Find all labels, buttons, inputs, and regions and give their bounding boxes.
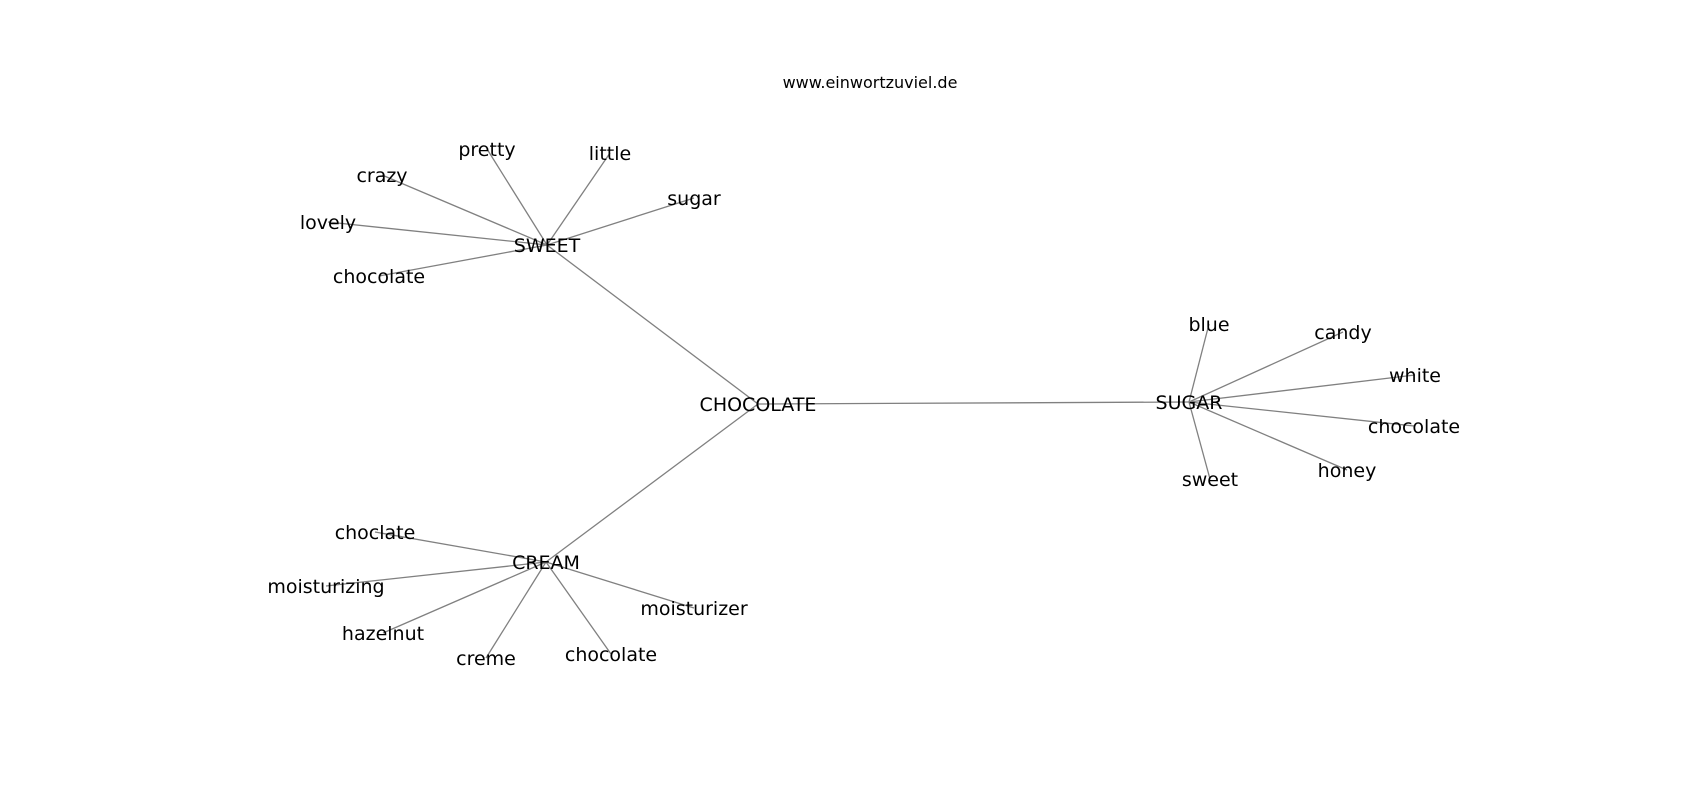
node-leaf-sugar-chocolate-label: chocolate bbox=[1368, 416, 1460, 438]
node-leaf-sweet-crazy-label: crazy bbox=[356, 165, 407, 187]
node-leaf-cream-moisturizing-label: moisturizing bbox=[267, 576, 384, 598]
edge-sugar-honey bbox=[1188, 401, 1348, 471]
edge-cream-creme bbox=[485, 561, 547, 659]
edge-sugar-chocolate bbox=[1188, 401, 1415, 427]
edge-cream-chocolate bbox=[545, 561, 612, 655]
edge-cream-moisturizing bbox=[325, 561, 547, 587]
edge-sweet-sugar bbox=[546, 197, 695, 246]
edge-sweet-chocolate bbox=[378, 244, 548, 277]
node-center-label: CHOCOLATE bbox=[700, 394, 817, 416]
edge-sugar-sweet bbox=[1188, 401, 1211, 480]
edges-layer bbox=[325, 148, 1416, 659]
node-leaf-cream-moisturizer-label: moisturizer bbox=[640, 598, 748, 620]
node-leaf-cream-chocolate-label: chocolate bbox=[565, 644, 657, 666]
node-leaf-sugar-sweet-label: sweet bbox=[1182, 469, 1238, 491]
node-cluster-sweet-label: SWEET bbox=[514, 235, 581, 257]
edge-center-cream bbox=[545, 403, 759, 563]
edge-sweet-pretty bbox=[486, 148, 548, 246]
edge-center-sugar bbox=[757, 401, 1190, 405]
edge-center-sweet bbox=[546, 244, 759, 405]
node-cluster-sugar-label: SUGAR bbox=[1156, 392, 1223, 414]
edge-sweet-little bbox=[546, 152, 611, 246]
edge-cream-moisturizer bbox=[545, 561, 695, 609]
edge-sweet-lovely bbox=[327, 221, 548, 246]
node-leaf-sugar-candy-label: candy bbox=[1314, 322, 1371, 344]
node-leaf-sweet-lovely-label: lovely bbox=[300, 212, 356, 234]
node-leaf-cream-creme-label: creme bbox=[456, 648, 516, 670]
edge-cream-hazelnut bbox=[382, 561, 547, 634]
node-leaf-sweet-little-label: little bbox=[589, 143, 631, 165]
edge-sugar-white bbox=[1188, 374, 1416, 403]
labels-layer: CHOCOLATE SWEET pretty little crazy sugar love… bbox=[267, 139, 1460, 670]
node-leaf-cream-choclate-label: choclate bbox=[335, 522, 416, 544]
node-leaf-sugar-blue-label: blue bbox=[1188, 314, 1229, 336]
node-leaf-sweet-pretty-label: pretty bbox=[458, 139, 515, 161]
source-label: www.einwortzuviel.de bbox=[783, 73, 958, 92]
edge-sugar-candy bbox=[1188, 331, 1344, 403]
node-leaf-sugar-honey-label: honey bbox=[1318, 460, 1377, 482]
node-leaf-sweet-sugar-label: sugar bbox=[667, 188, 721, 210]
edge-sweet-crazy bbox=[381, 174, 548, 246]
edge-sugar-blue bbox=[1188, 323, 1210, 403]
edge-cream-choclate bbox=[374, 531, 547, 563]
node-leaf-sweet-chocolate-label: chocolate bbox=[333, 266, 425, 288]
node-leaf-cream-hazelnut-label: hazelnut bbox=[342, 623, 424, 645]
node-leaf-sugar-white-label: white bbox=[1389, 365, 1441, 387]
node-cluster-cream-label: CREAM bbox=[512, 552, 580, 574]
